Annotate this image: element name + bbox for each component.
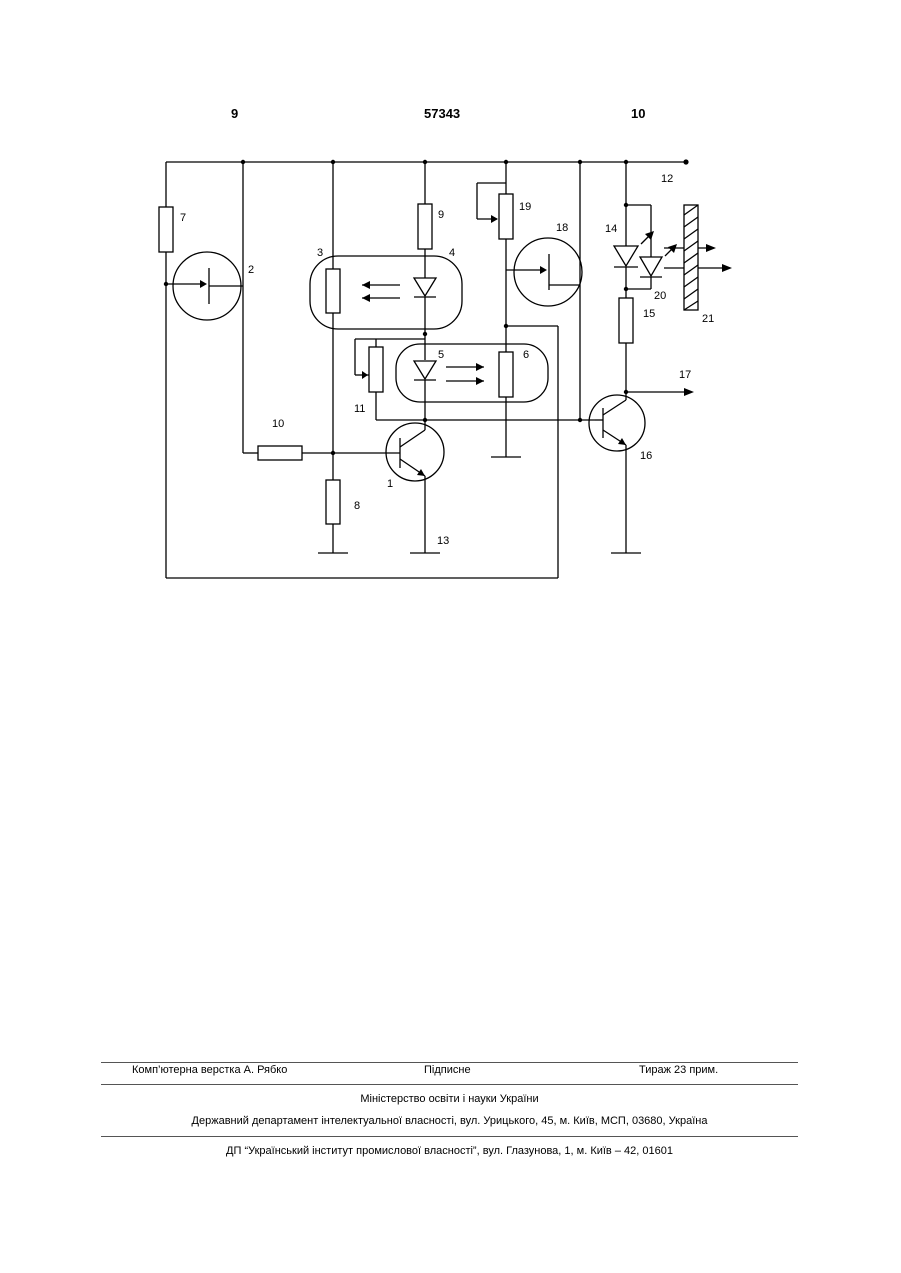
- label-11: 11: [354, 403, 365, 415]
- label-1: 1: [387, 478, 393, 490]
- label-16: 16: [640, 450, 652, 462]
- photoresistor-3: [326, 269, 340, 313]
- led-20: [640, 257, 662, 276]
- label-4: 4: [449, 247, 455, 259]
- supply-terminal: [683, 159, 688, 164]
- potentiometer-19: [499, 194, 513, 239]
- ministry-line: Міністерство освіти і науки України: [101, 1093, 798, 1105]
- junction-dot: [624, 287, 628, 291]
- footer-rule-bottom: [101, 1136, 798, 1137]
- junction-dot: [578, 418, 582, 422]
- resistor-8: [326, 480, 340, 524]
- label-7: 7: [180, 212, 186, 224]
- typesetting-credit: Комп’ютерна верстка А. Рябко: [132, 1064, 287, 1076]
- label-3: 3: [317, 247, 323, 259]
- photo-element-18: [514, 238, 582, 306]
- junction-dot: [423, 332, 427, 336]
- label-18: 18: [556, 222, 568, 234]
- led-4: [414, 278, 436, 296]
- photoresistor-6: [499, 352, 513, 397]
- label-8: 8: [354, 500, 360, 512]
- resistor-9: [418, 204, 432, 249]
- label-15: 15: [643, 308, 655, 320]
- department-line: Державний департамент інтелектуальної вл…: [101, 1115, 798, 1127]
- circuit-schematic: 1 2 3 4 5 6 7 8 9 10 11 12 13 14 15 16 1…: [0, 0, 901, 620]
- circulation-note: Тираж 23 прим.: [639, 1064, 718, 1076]
- label-5: 5: [438, 349, 444, 361]
- signed-note: Підписне: [424, 1064, 471, 1076]
- resistor-7: [159, 207, 173, 252]
- footer-rule-middle: [101, 1084, 798, 1085]
- label-13: 13: [437, 535, 449, 547]
- potentiometer-11: [369, 347, 383, 392]
- resistor-10: [258, 446, 302, 460]
- led-5: [414, 361, 436, 379]
- label-6: 6: [523, 349, 529, 361]
- resistor-15: [619, 298, 633, 343]
- transistor-1: [386, 423, 444, 481]
- label-17: 17: [679, 369, 691, 381]
- label-20: 20: [654, 290, 666, 302]
- label-2: 2: [248, 264, 254, 276]
- label-21: 21: [702, 313, 714, 325]
- footer-rule-top: [101, 1062, 798, 1063]
- led-14: [614, 246, 638, 266]
- label-12: 12: [661, 173, 673, 185]
- label-19: 19: [519, 201, 531, 213]
- label-14: 14: [605, 223, 617, 235]
- label-9: 9: [438, 209, 444, 221]
- label-10: 10: [272, 418, 284, 430]
- institute-line: ДП “Український інститут промислової вла…: [101, 1145, 798, 1157]
- transistor-16: [589, 395, 645, 451]
